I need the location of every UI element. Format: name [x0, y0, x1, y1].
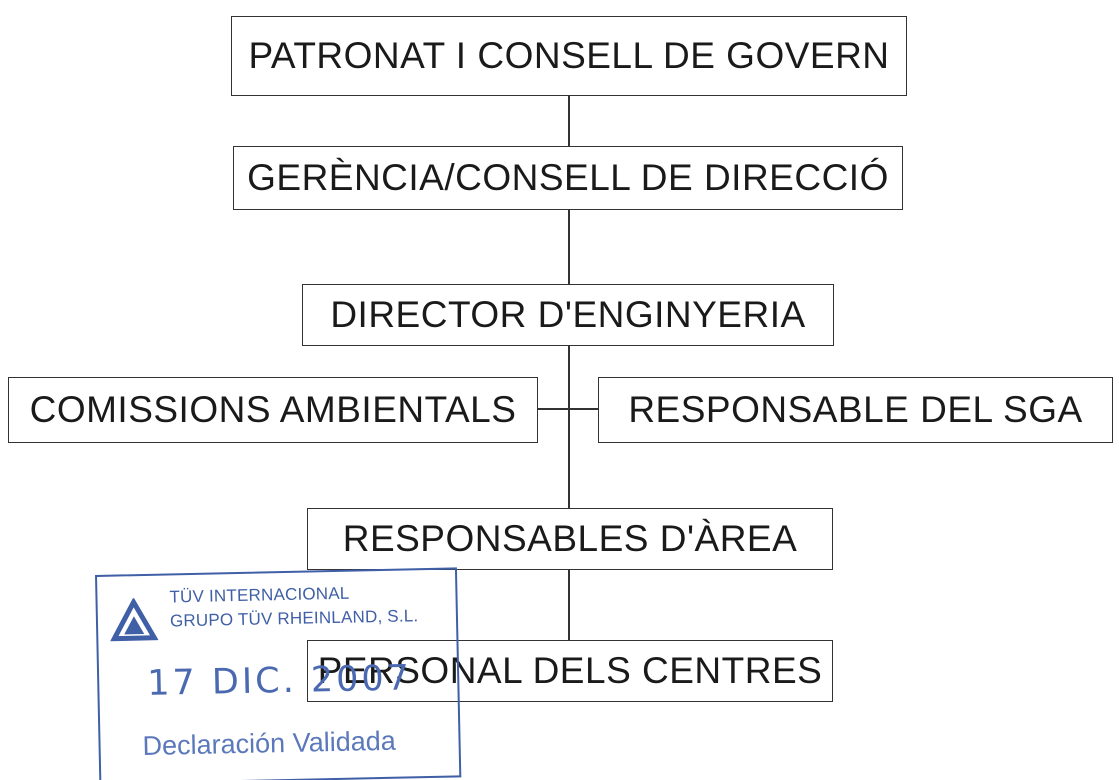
tuv-triangle-logo-icon: [110, 597, 159, 642]
node-patronat: PATRONAT I CONSELL DE GOVERN: [231, 16, 907, 96]
node-personal: PERSONAL DELS CENTRES: [307, 640, 833, 702]
connector-area-personal: [568, 570, 570, 640]
stamp-company-line1: TÜV INTERNACIONAL: [169, 583, 350, 607]
validation-stamp: TÜV INTERNACIONAL GRUPO TÜV RHEINLAND, S…: [95, 567, 462, 780]
node-responsables-area: RESPONSABLES D'ÀREA: [307, 508, 833, 570]
node-comissions: COMISSIONS AMBIENTALS: [8, 377, 538, 443]
stamp-validated-text: Declaración Validada: [142, 725, 397, 762]
connector-patronat-gerencia: [568, 96, 570, 162]
stamp-date: 17 DIC. 2007: [146, 658, 413, 704]
connector-director-responsables-area: [568, 346, 570, 508]
stamp-company-line2: GRUPO TÜV RHEINLAND, S.L.: [169, 606, 419, 631]
connector-comissions-sga: [538, 408, 600, 410]
node-director: DIRECTOR D'ENGINYERIA: [302, 284, 834, 346]
node-responsable-sga: RESPONSABLE DEL SGA: [598, 377, 1113, 443]
connector-gerencia-director: [568, 210, 570, 284]
node-gerencia: GERÈNCIA/CONSELL DE DIRECCIÓ: [233, 146, 903, 210]
